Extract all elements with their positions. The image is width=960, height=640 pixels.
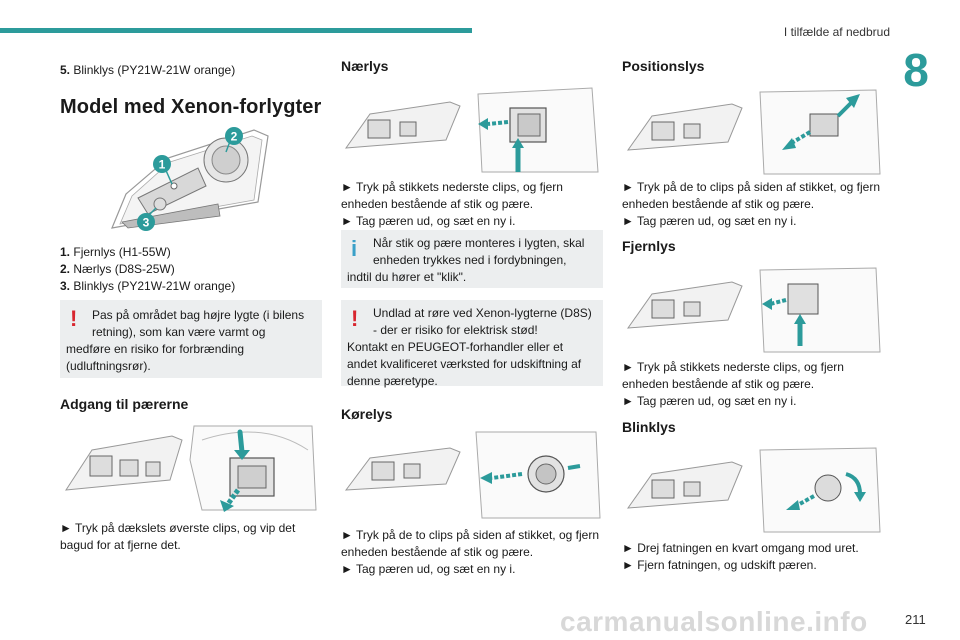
pos-steps: ► Tryk på de to clips på siden af stikke… [622,180,880,228]
callout-2: 2 [231,130,238,144]
callout-1: 1 [159,158,166,172]
callout-badge-1 [153,155,171,173]
list-item-number: 5. [60,63,71,77]
chapter-title: I tilfælde af nedbrud [783,25,890,39]
section-title-blinklys: Blinklys [622,419,676,435]
headlamp-callout-illustration: 1 2 3 [111,127,269,231]
bulb-list: 1. Fjernlys (H1-55W) 2. Nærlys (D8S-25W)… [60,244,235,295]
callout-3: 3 [143,216,150,230]
section-title-naerlys: Nærlys [341,58,389,74]
info-box: i Når stik og pære monteres i lygten, sk… [341,230,603,288]
warning-icon: ! [70,306,78,331]
watermark: carmanualsonline.info [560,606,868,637]
info-icon: i [351,236,358,261]
access-step: ► Tryk på dækslets øverste clips, og vip… [60,521,296,552]
naerlys-steps: ► Tryk på stikkets nederste clips, og fj… [341,180,563,228]
korelys-steps: ► Tryk på de to clips på siden af stikke… [341,528,599,576]
section-title-positionslys: Positionslys [622,58,705,74]
section-title-xenon: Model med Xenon-forlygter [60,96,322,118]
indicator-illustration [626,447,881,533]
warning-icon: ! [351,306,359,331]
fjern-steps: ► Tryk på stikkets nederste clips, og fj… [622,360,844,408]
list-item-text: Blinklys (PY21W-21W orange) [73,63,236,77]
chapter-number: 8 [903,44,929,96]
warning-box: ! Pas på området bag højre lygte (i bile… [60,300,322,378]
position-light-illustration [626,89,881,175]
callout-badge-2 [225,127,243,145]
high-beam-illustration [626,267,881,353]
section-title-access: Adgang til pærerne [60,396,189,412]
header-accent-bar [0,28,472,33]
section-title-korelys: Kørelys [341,406,393,422]
list-item: 1. Fjernlys (H1-55W) [60,245,171,259]
list-item-5: 5. Blinklys (PY21W-21W orange) [60,62,235,79]
callout-badge-3 [137,213,155,231]
warning-box: ! Undlad at røre ved Xenon-lygterne (D8S… [341,300,603,388]
daytime-light-illustration [344,431,601,519]
list-item: 3. Blinklys (PY21W-21W orange) [60,279,236,293]
blink-steps: ► Drej fatningen en kvart omgang mod ure… [622,541,859,572]
page-number: 211 [905,612,926,627]
cover-removal-illustration [65,425,317,512]
section-title-fjernlys: Fjernlys [622,238,676,254]
list-item: 2. Nærlys (D8S-25W) [60,262,175,276]
low-beam-illustration [344,87,599,173]
